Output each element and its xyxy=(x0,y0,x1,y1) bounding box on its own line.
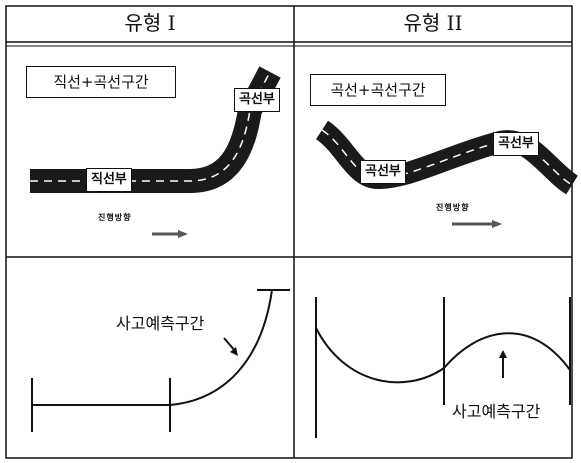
type2-segment-label: 곡선+곡선구간 xyxy=(310,74,446,106)
type2-zone-label: 사고예측구간 xyxy=(452,402,541,421)
type1-header: 유형 I xyxy=(124,11,176,35)
type2-curve-tag-left: 곡선부 xyxy=(360,160,406,184)
type1-zone-arrow xyxy=(223,337,238,356)
type1-straight-tag: 직선부 xyxy=(86,168,132,192)
type1-zone-label: 사고예측구간 xyxy=(116,314,205,333)
type2-direction-arrow xyxy=(452,220,502,228)
type1-curve-tag: 곡선부 xyxy=(234,88,280,112)
type2-zone-arrow xyxy=(499,350,507,378)
type2-header: 유형 II xyxy=(403,11,463,35)
type2-curve-tag-right: 곡선부 xyxy=(493,132,539,156)
type1-segment-label: 직선+곡선구간 xyxy=(26,66,176,98)
type2-direction-label: 진행방향 xyxy=(436,203,470,212)
type1-direction-label: 진행방향 xyxy=(98,213,132,222)
type1-direction-arrow xyxy=(152,230,188,238)
